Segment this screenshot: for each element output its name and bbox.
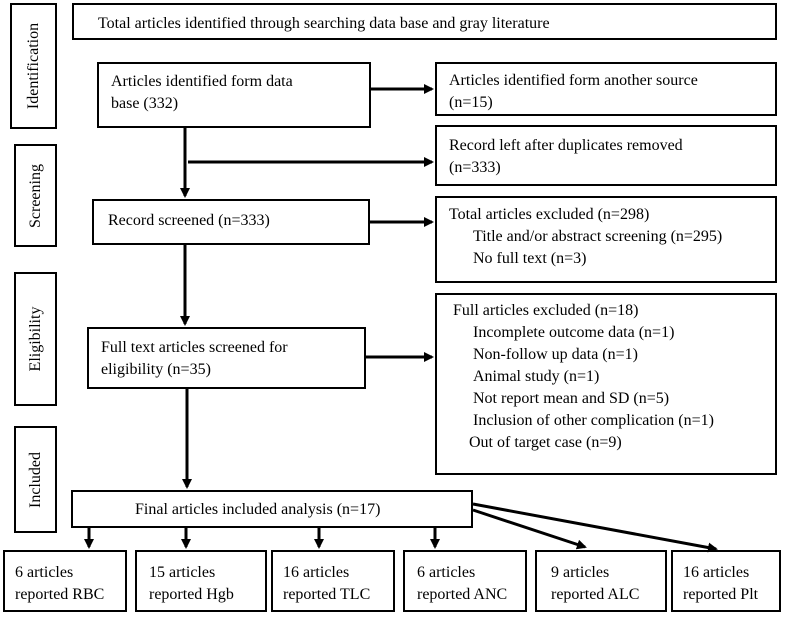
stage-included: Included [14, 426, 57, 533]
duplicates-line-2: (n=333) [449, 159, 501, 176]
outcome-box-tlc: 16 articles reported TLC [271, 550, 395, 612]
outcome-box-anc: 6 articles reported ANC [403, 550, 527, 612]
excluded-full-item: Inclusion of other complication (n=1) [473, 412, 714, 429]
outcome-box-alc: 9 articles reported ALC [535, 550, 667, 612]
final-text: Final articles included analysis (n=17) [135, 501, 381, 518]
outcome-count: 15 articles [149, 564, 216, 581]
full-text-box: Full text articles screened for eligibil… [87, 327, 366, 389]
arrow-to-alc [472, 508, 587, 550]
total-identified-box: Total articles identified through search… [72, 3, 777, 40]
screened-box: Record screened (n=333) [92, 199, 370, 245]
excluded-full-title: Full articles excluded (n=18) [453, 302, 639, 319]
database-box: Articles identified form data base (332) [97, 62, 371, 128]
outcome-label: reported TLC [283, 586, 371, 603]
other-source-box: Articles identified form another source … [435, 62, 777, 116]
outcome-count: 16 articles [283, 564, 350, 581]
stage-screening: Screening [14, 144, 57, 247]
outcome-label: reported Hgb [149, 586, 234, 603]
stage-eligibility: Eligibility [14, 272, 57, 406]
outcome-count: 6 articles [417, 564, 476, 581]
outcome-label: reported Plt [683, 586, 759, 603]
full-text-line-1: Full text articles screened for [101, 339, 288, 356]
excluded-screening-box: Total articles excluded (n=298) Title an… [435, 196, 777, 283]
outcome-count: 16 articles [683, 564, 750, 581]
duplicates-removed-box: Record left after duplicates removed (n=… [435, 125, 777, 186]
outcome-box-rbc: 6 articles reported RBC [3, 550, 127, 612]
database-line-1: Articles identified form data [111, 73, 293, 90]
outcome-count: 6 articles [15, 564, 74, 581]
excluded-full-box: Full articles excluded (n=18) Incomplete… [435, 293, 777, 475]
screened-text: Record screened (n=333) [108, 212, 270, 229]
excluded-full-item: Non-follow up data (n=1) [473, 346, 638, 363]
excluded-full-item: Incomplete outcome data (n=1) [473, 324, 675, 341]
excluded-full-item: Animal study (n=1) [473, 368, 600, 385]
database-line-2: base (332) [111, 95, 179, 112]
outcome-box-plt: 16 articles reported Plt [671, 550, 781, 612]
arrow-to-plt [472, 502, 718, 553]
excluded-screening-title: Total articles excluded (n=298) [449, 206, 650, 223]
excluded-screening-item: No full text (n=3) [473, 250, 587, 267]
other-source-line-1: Articles identified form another source [449, 72, 698, 89]
outcome-box-hgb: 15 articles reported Hgb [135, 550, 267, 612]
duplicates-line-1: Record left after duplicates removed [449, 137, 683, 154]
final-box: Final articles included analysis (n=17) [71, 490, 473, 528]
other-source-line-2: (n=15) [449, 94, 493, 111]
total-identified-text: Total articles identified through search… [98, 15, 550, 32]
excluded-full-last: Out of target case (n=9) [469, 434, 622, 451]
stage-identification: Identification [10, 3, 57, 129]
excluded-screening-item: Title and/or abstract screening (n=295) [473, 228, 723, 245]
outcome-label: reported ALC [551, 586, 640, 603]
excluded-full-item: Not report mean and SD (n=5) [473, 390, 670, 407]
outcome-label: reported ANC [417, 586, 508, 603]
outcome-label: reported RBC [15, 586, 105, 603]
full-text-line-2: eligibility (n=35) [101, 361, 211, 378]
outcome-count: 9 articles [551, 564, 610, 581]
